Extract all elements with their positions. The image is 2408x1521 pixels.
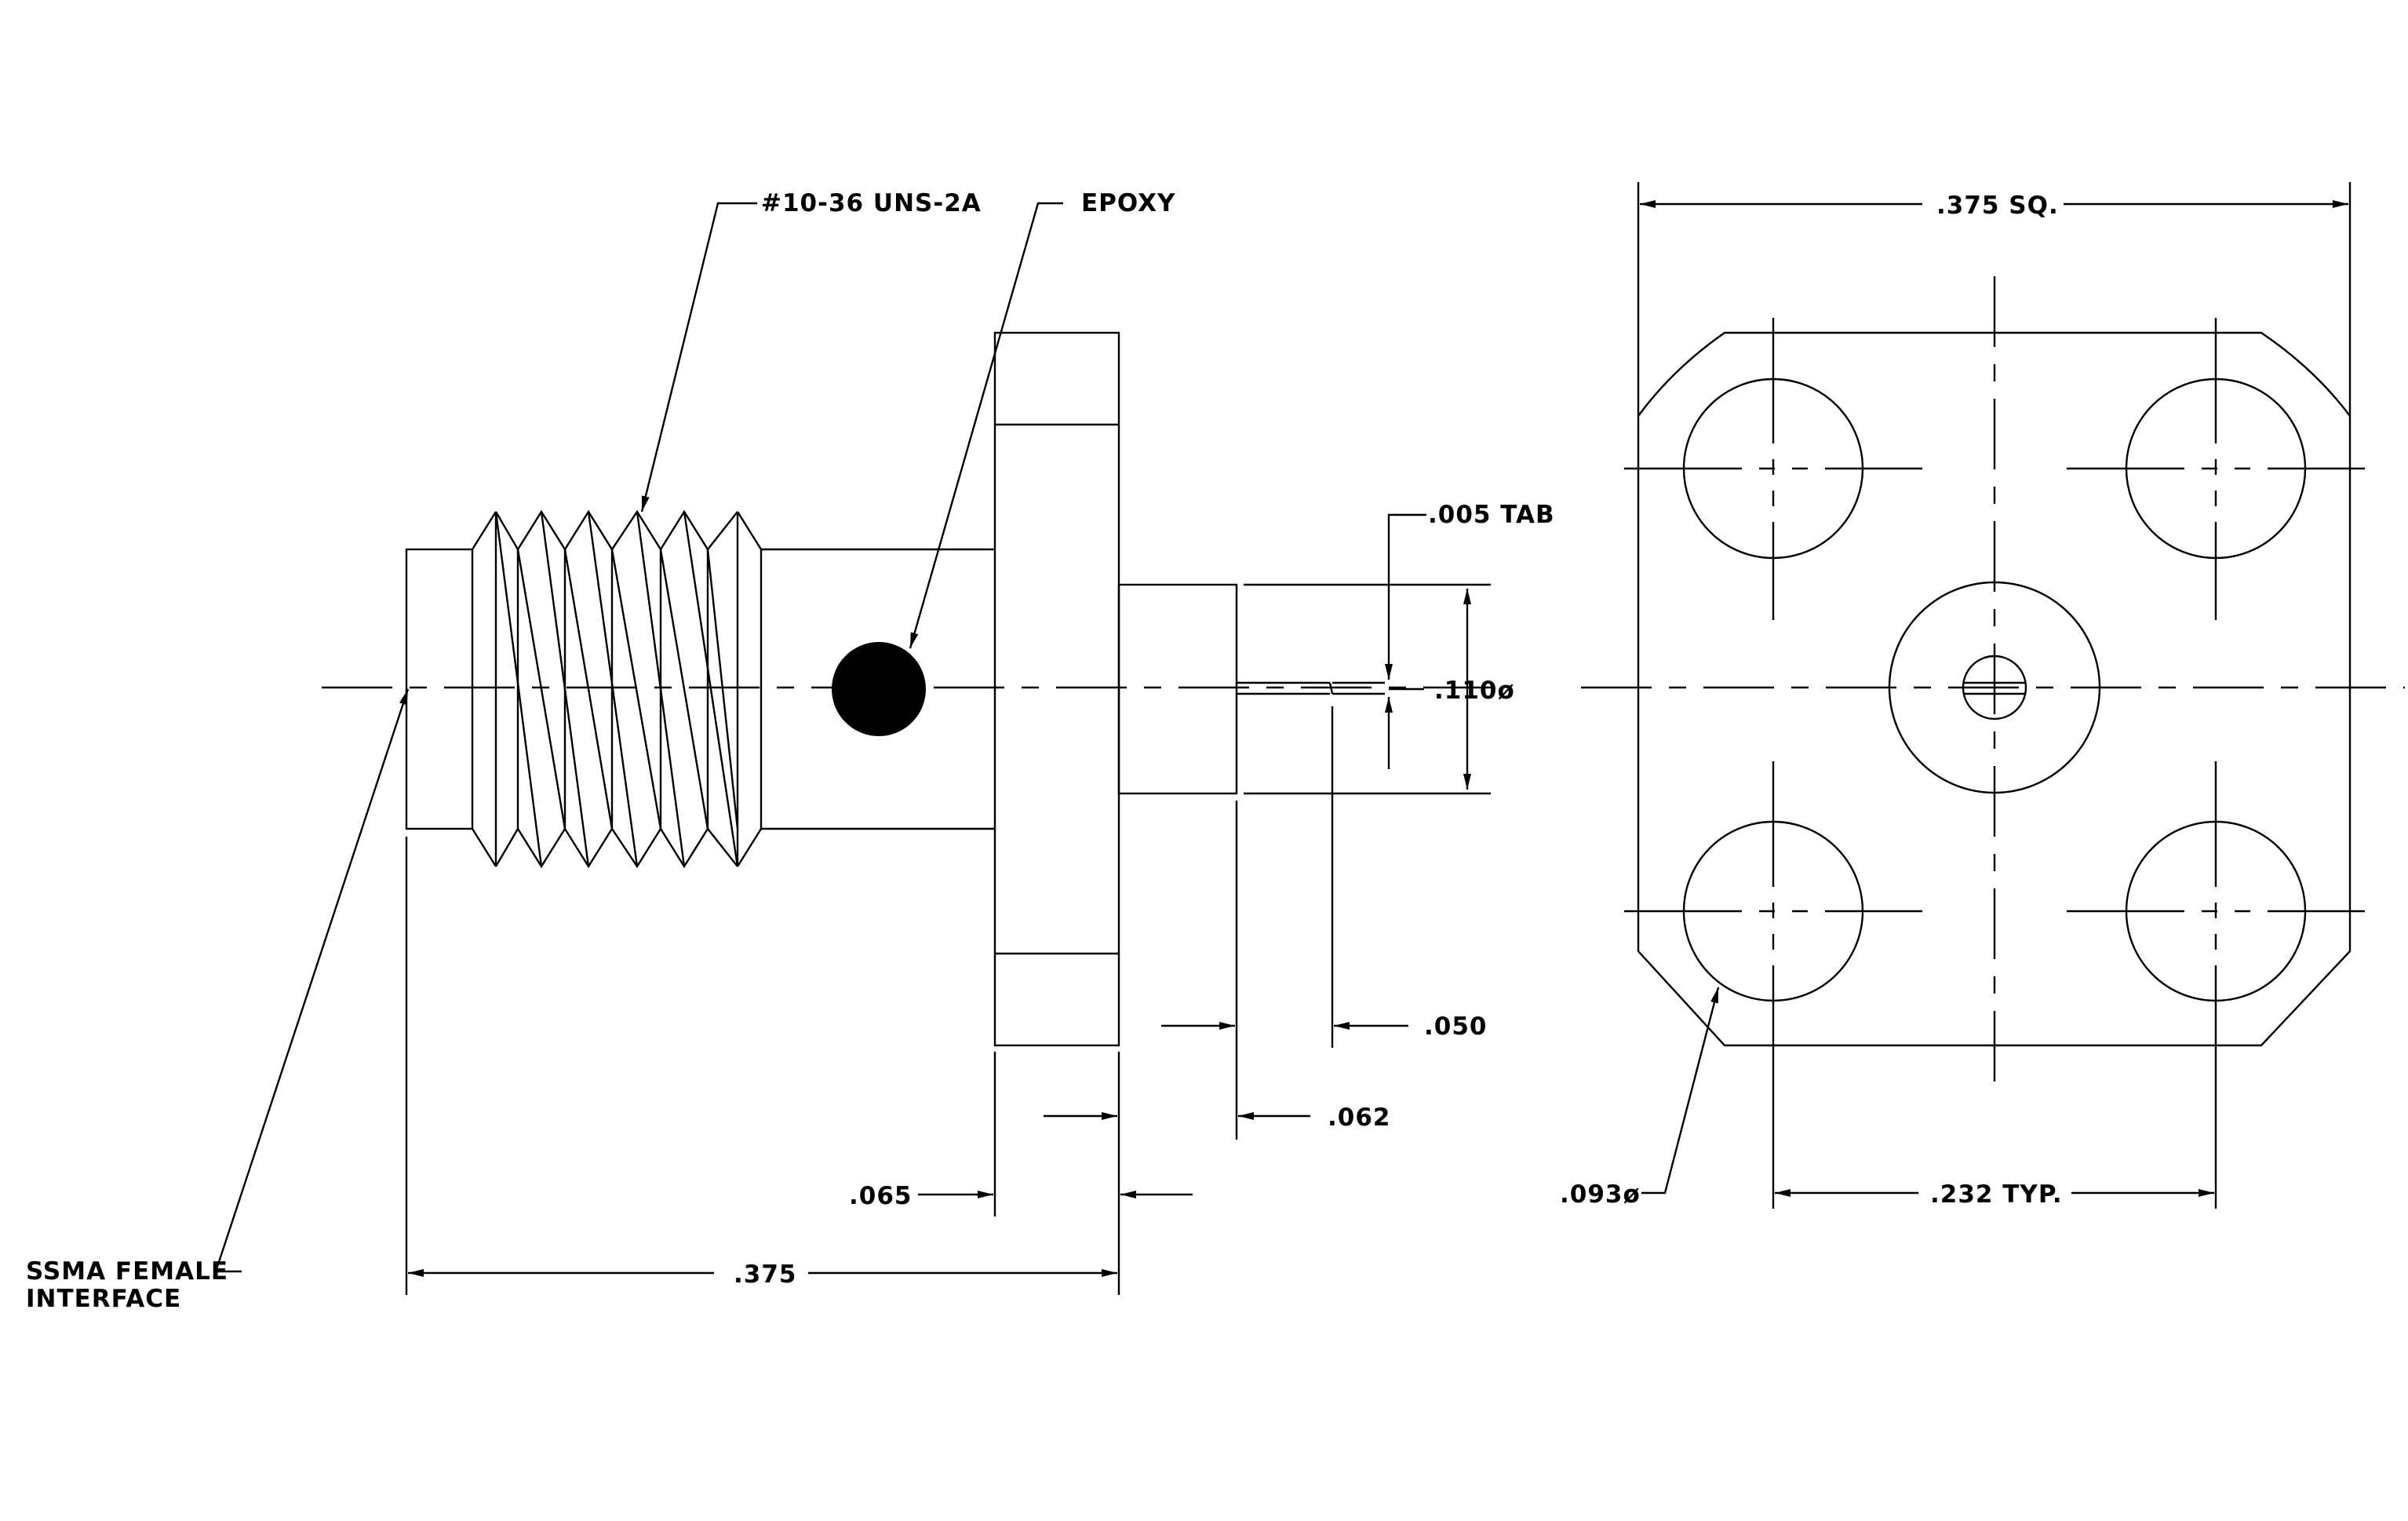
hole-dia-label: .093ø [1560, 1180, 1641, 1209]
rear-dielectric [1117, 583, 1238, 795]
front-view [1581, 276, 2405, 1209]
mounting-hole-tl [1624, 318, 1922, 620]
epoxy-label: EPOXY [1081, 189, 1176, 217]
center-dielectric [1888, 581, 2101, 794]
interface-body [405, 548, 474, 830]
hole-dia-leader [1641, 987, 1720, 1195]
flange [993, 331, 1120, 1047]
mounting-hole-tr [2067, 318, 2365, 620]
mounting-hole-bl [1624, 761, 1922, 1209]
dim-050-label: .050 [1424, 1012, 1488, 1041]
dim-062-label: .062 [1328, 1103, 1391, 1132]
dim-375-label: .375 [734, 1260, 797, 1289]
dim-065-label: .065 [849, 1182, 913, 1210]
tab-label: .005 TAB [1428, 501, 1555, 529]
mounting-hole-br [2067, 761, 2365, 1209]
threaded-section [471, 509, 763, 869]
dim-375-sq-label: .375 SQ. [1936, 191, 2059, 220]
epoxy-leader [909, 202, 1063, 649]
epoxy-dot [832, 642, 926, 736]
thread-label: #10-36 UNS-2A [761, 189, 982, 217]
interface-label-line1: SSMA FEMALE [26, 1257, 228, 1286]
interface-leader [214, 688, 410, 1273]
interface-label-line2: INTERFACE [26, 1285, 181, 1313]
pin-dia-label: .110ø [1434, 677, 1515, 705]
thread-leader [640, 202, 757, 512]
dim-232-label: .232 TYP. [1930, 1180, 2063, 1209]
center-pin-tab [1237, 681, 1385, 695]
side-view [322, 331, 1491, 1047]
center-pin [1962, 655, 2027, 720]
